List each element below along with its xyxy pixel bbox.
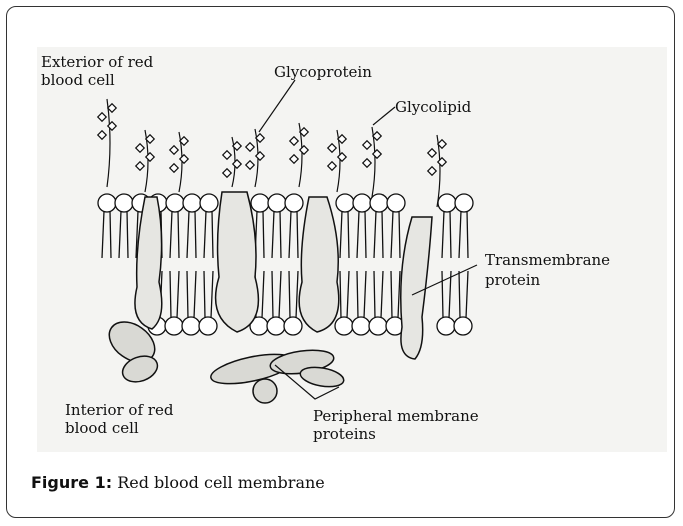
lipid-head	[199, 317, 217, 335]
lipid-head	[352, 317, 370, 335]
lipid-head	[268, 194, 286, 212]
interior-label-line1: Interior of red	[65, 401, 174, 419]
interior-label-line2: blood cell	[65, 419, 139, 437]
lipid-head	[200, 194, 218, 212]
membrane-diagram: Exterior of red blood cell Glycoprotein …	[37, 47, 667, 452]
figure-frame: Exterior of red blood cell Glycoprotein …	[6, 6, 675, 518]
transmembrane-protein-1	[216, 192, 259, 332]
lipid-head	[285, 194, 303, 212]
diagram-background	[37, 47, 667, 452]
lipid-head	[353, 194, 371, 212]
lipid-head	[166, 194, 184, 212]
peripheral-label-line1: Peripheral membrane	[313, 407, 479, 425]
lipid-head	[438, 194, 456, 212]
caption-prefix: Figure 1:	[31, 473, 112, 492]
lipid-head	[115, 194, 133, 212]
glycolipid-label: Glycolipid	[395, 98, 472, 116]
lipid-head	[335, 317, 353, 335]
figure-caption: Figure 1: Red blood cell membrane	[31, 473, 325, 492]
peripheral-label-line2: proteins	[313, 425, 376, 443]
transmembrane-label-line1: Transmembrane	[485, 251, 610, 269]
lipid-head	[369, 317, 387, 335]
peripheral-protein-6	[253, 379, 277, 403]
lipid-head	[183, 194, 201, 212]
glycoprotein-label: Glycoprotein	[274, 63, 372, 81]
caption-text: Red blood cell membrane	[112, 473, 325, 492]
lipid-head	[455, 194, 473, 212]
transmembrane-label-line2: protein	[485, 271, 541, 289]
lipid-head	[387, 194, 405, 212]
lipid-head	[251, 194, 269, 212]
lipid-head	[267, 317, 285, 335]
exterior-label-line2: blood cell	[41, 71, 115, 89]
lipid-head	[370, 194, 388, 212]
exterior-label-line1: Exterior of red	[41, 53, 154, 71]
lipid-head	[437, 317, 455, 335]
lipid-head	[454, 317, 472, 335]
lipid-head	[98, 194, 116, 212]
lipid-head	[182, 317, 200, 335]
lipid-head	[165, 317, 183, 335]
lipid-head	[284, 317, 302, 335]
transmembrane-protein-2	[299, 197, 339, 332]
lipid-head	[336, 194, 354, 212]
